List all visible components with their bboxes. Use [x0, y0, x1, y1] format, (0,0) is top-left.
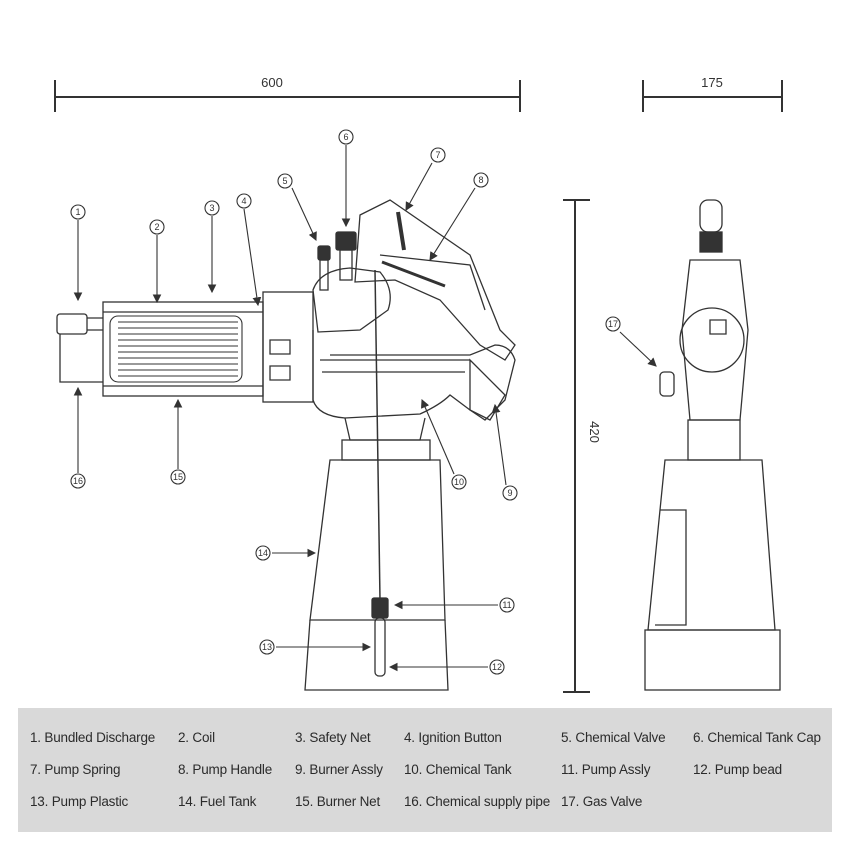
dimension-height-label: 420: [587, 421, 602, 443]
legend-item: 10. Chemical Tank: [404, 762, 512, 777]
legend-item: 5. Chemical Valve: [561, 730, 666, 745]
callout-number: 5: [282, 176, 287, 186]
callout-11: [499, 597, 515, 613]
legend-item: 4. Ignition Button: [404, 730, 502, 745]
callout-number: 11: [502, 600, 511, 610]
legend-item: 3. Safety Net: [295, 730, 371, 745]
legend-item: 2. Coil: [178, 730, 215, 745]
callout-number: 7: [435, 150, 440, 160]
callout-number: 10: [454, 477, 464, 487]
callout-number: 17: [608, 319, 618, 329]
callouts: [70, 129, 657, 675]
callout-5: [277, 173, 293, 189]
callout-number: 16: [73, 476, 83, 486]
legend-item: 6. Chemical Tank Cap: [693, 730, 821, 745]
callout-number: 2: [154, 222, 159, 232]
callout-9: [502, 485, 518, 501]
callout-number: 6: [343, 132, 348, 142]
callout-4: [236, 193, 252, 209]
legend-item: 1. Bundled Discharge: [30, 730, 156, 745]
side-view: [644, 199, 781, 691]
callout-8: [473, 172, 489, 188]
dimension-height: [563, 199, 590, 693]
legend-item: 12. Pump bead: [693, 762, 782, 777]
parts-legend: 1. Bundled Discharge 2. Coil 3. Safety N…: [18, 708, 832, 832]
callout-17: [605, 316, 621, 332]
callout-13: [259, 639, 275, 655]
legend-item: 13. Pump Plastic: [30, 794, 129, 809]
callout-number: 14: [258, 548, 268, 558]
dimension-width-side-label: 175: [701, 75, 723, 90]
legend-item: 17. Gas Valve: [561, 794, 643, 809]
fogger-diagram: 600 175 420: [54, 75, 783, 693]
callout-number: 3: [209, 203, 214, 213]
callout-10: [451, 474, 467, 490]
dimension-width-front: [54, 80, 521, 112]
callout-12: [489, 659, 505, 675]
legend-item: 15. Burner Net: [295, 794, 380, 809]
callout-15: [170, 469, 186, 485]
callout-1: [70, 204, 86, 220]
callout-7: [430, 147, 446, 163]
callout-number: 9: [507, 488, 512, 498]
legend-item: 14. Fuel Tank: [178, 794, 257, 809]
callout-16: [70, 473, 86, 489]
callout-number: 13: [262, 642, 272, 652]
callout-number: 15: [173, 472, 183, 482]
callout-number: 1: [75, 207, 80, 217]
callout-number: 4: [241, 196, 246, 206]
callout-number: 8: [478, 175, 483, 185]
callout-3: [204, 200, 220, 216]
legend-item: 7. Pump Spring: [30, 762, 121, 777]
callout-number: 12: [492, 662, 502, 672]
callout-6: [338, 129, 354, 145]
coil: [109, 315, 243, 383]
callout-14: [255, 545, 271, 561]
legend-item: 11. Pump Assly: [561, 762, 651, 777]
front-view: [56, 199, 516, 691]
dimension-width-side: [642, 80, 783, 112]
legend-item: 16. Chemical supply pipe: [404, 794, 551, 809]
callout-2: [149, 219, 165, 235]
dimension-width-front-label: 600: [261, 75, 283, 90]
callout-numbers: 1 2 3 4 5 6 7 8 9 10 11 12 13 14 15 16 1…: [73, 132, 618, 672]
legend-item: 9. Burner Assly: [295, 762, 383, 777]
legend-item: 8. Pump Handle: [178, 762, 273, 777]
